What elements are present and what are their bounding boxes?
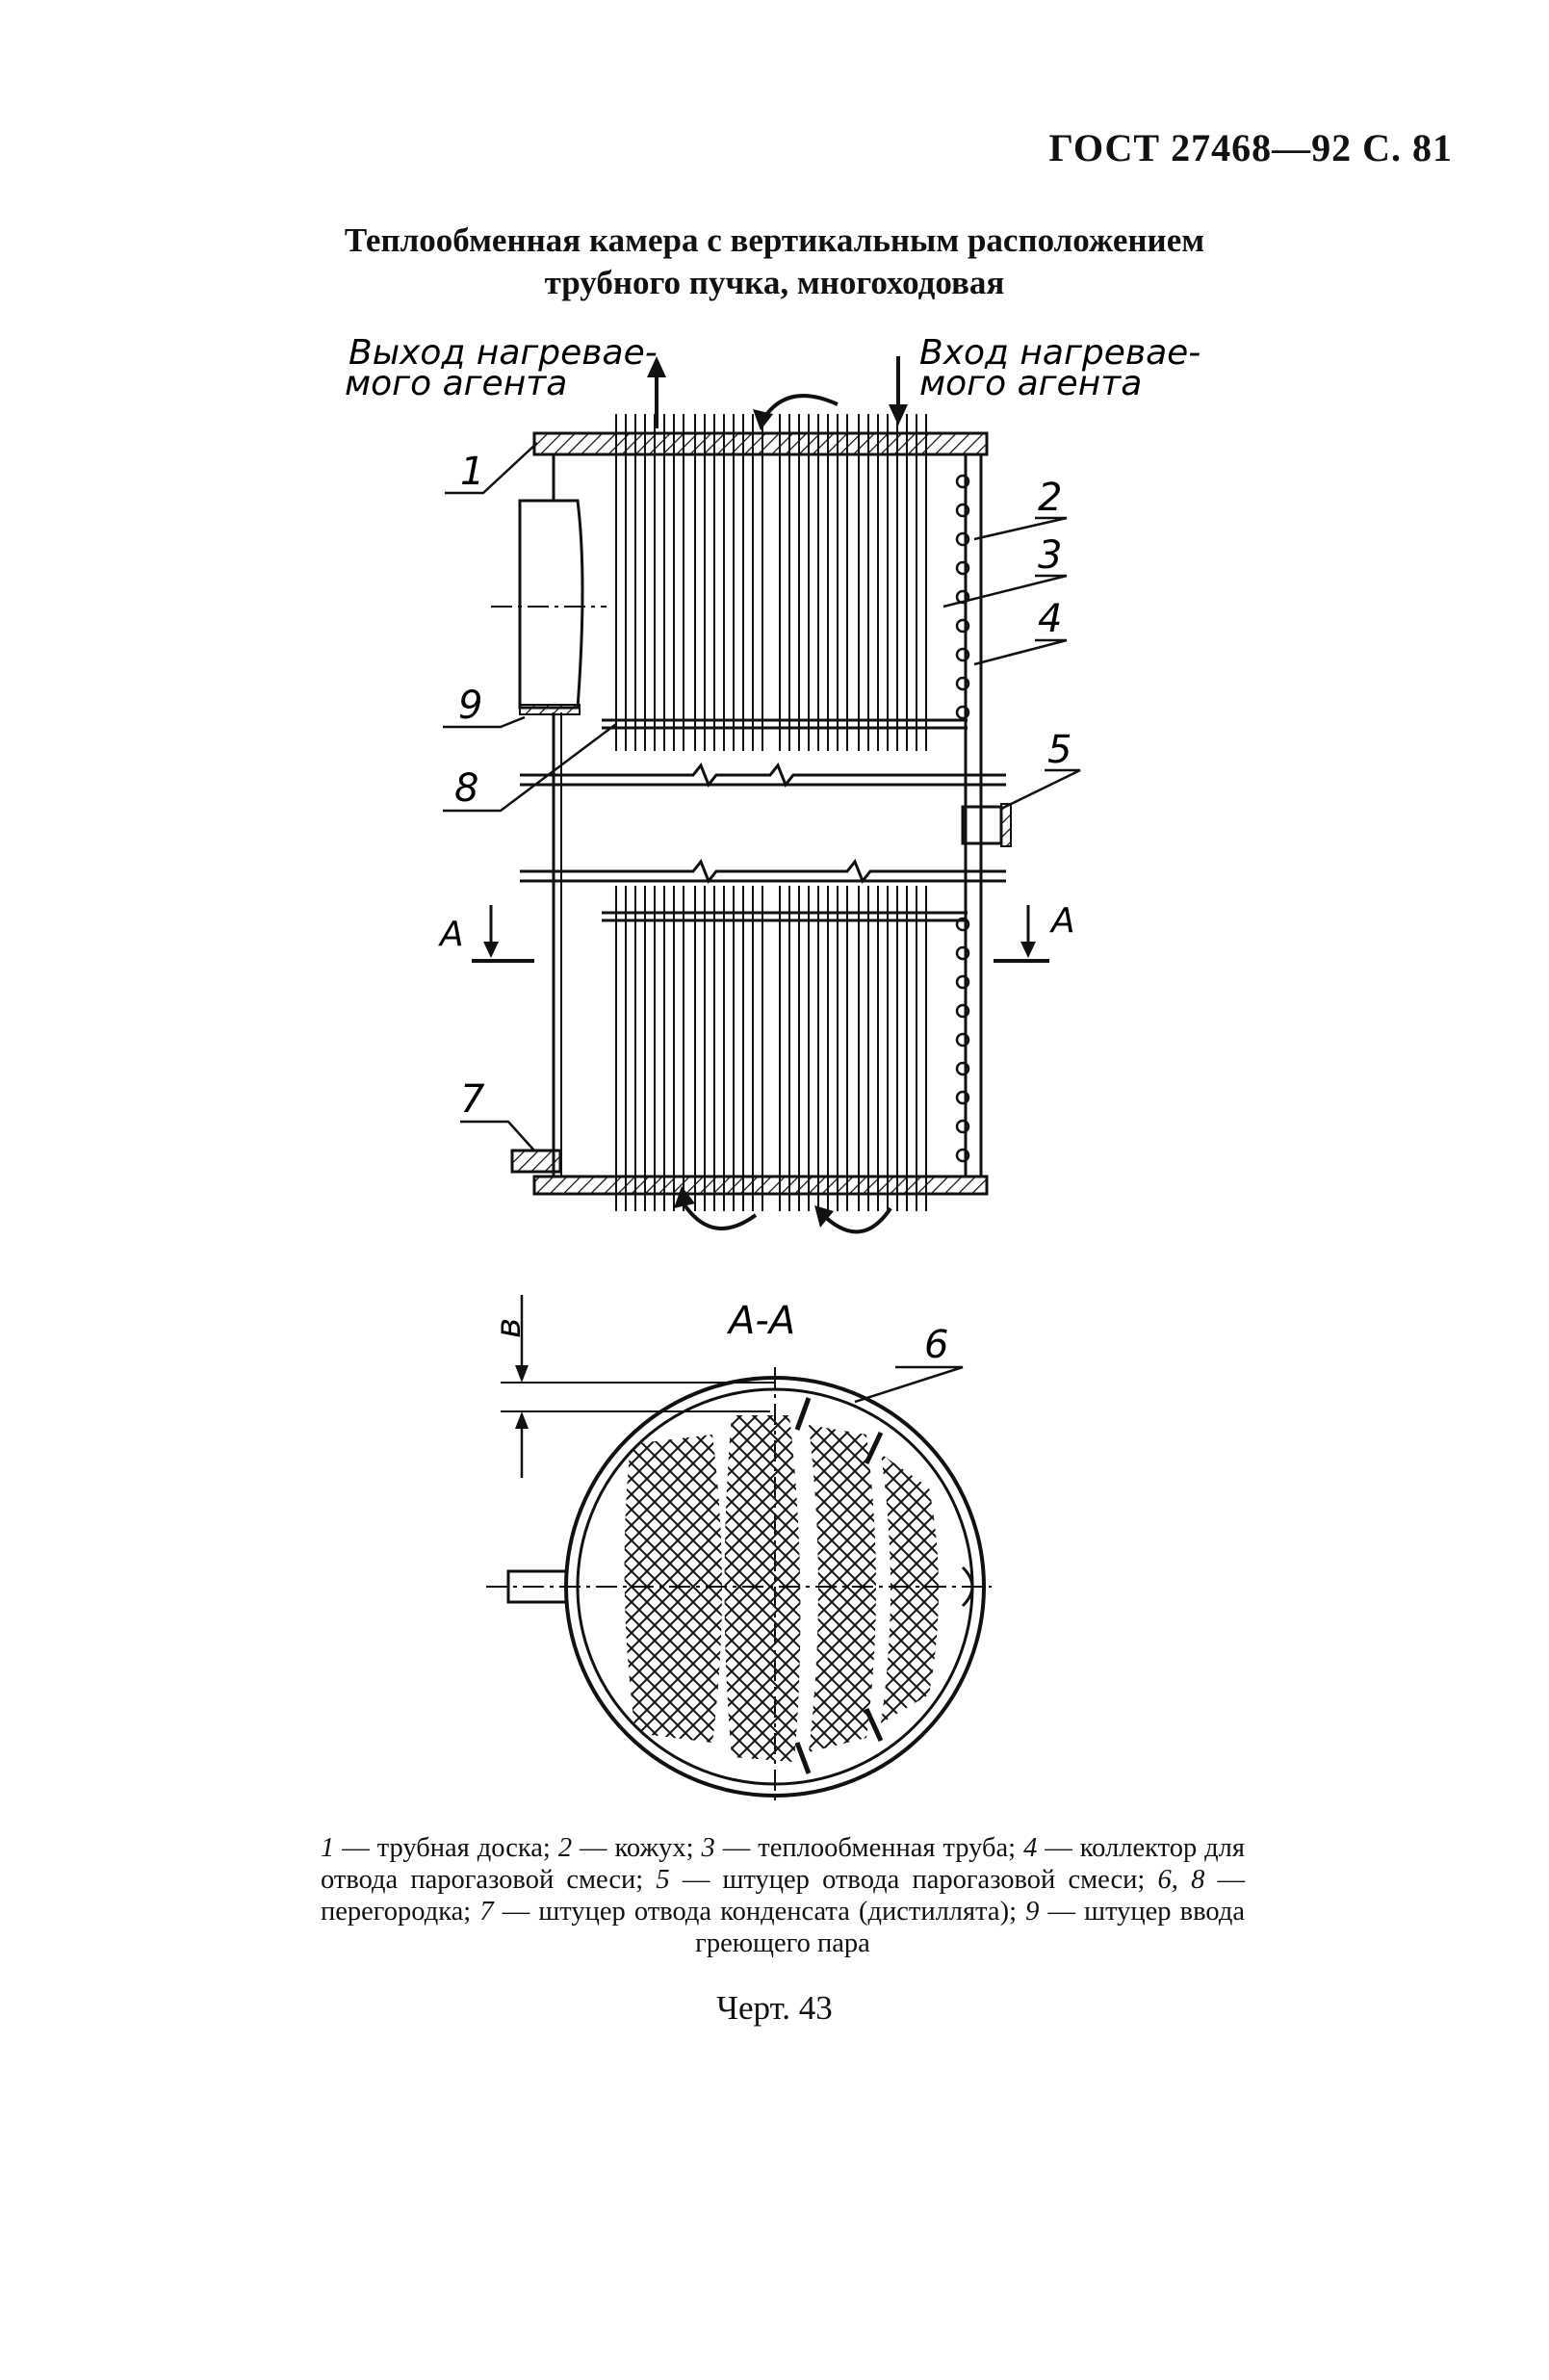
callout-9: 9 [458, 684, 482, 728]
section-title: A-A [726, 1299, 795, 1343]
svg-text:в: в [489, 1318, 529, 1338]
page-title: Теплообменная камера с вертикальным расп… [0, 220, 1549, 304]
baffle-plates [602, 718, 968, 922]
inlet-label-2: мого агента [919, 364, 1142, 403]
caption-num: 4 [1023, 1833, 1038, 1863]
callout-1: 1 [460, 450, 484, 494]
gost-header: ГОСТ 27468—92 С. 81 [1048, 126, 1453, 169]
callout-2: 2 [1038, 476, 1062, 520]
outlet-arrow-icon [647, 356, 666, 428]
heat-exchanger-drawing: Выход нагревае- мого агента Вход нагрева… [345, 333, 1200, 1805]
caption-text: — штуцер отвода конденсата (дистиллята); [493, 1897, 1026, 1927]
callout-3: 3 [1038, 533, 1062, 578]
tube-bundle-upper [615, 414, 927, 751]
caption-text: — перегородка; [321, 1865, 1246, 1927]
callout-6: 6 [924, 1323, 948, 1367]
callout-numbers: 1 2 3 4 5 6 7 8 9 [454, 450, 1071, 1367]
figure-caption: 1 — трубная доска; 2 — кожух; 3 — теплоо… [321, 1832, 1245, 1959]
steam-inlet-nozzle [518, 499, 584, 710]
figure-number: Черт. 43 [716, 1989, 833, 2027]
condensate-nozzle [510, 1149, 562, 1174]
flow-turn-arrow-icon [821, 1206, 892, 1234]
callout-leaders [443, 442, 1081, 1404]
outlet-label-2: мого агента [345, 364, 567, 403]
caption-text: — штуцер отвода парогазовой смеси; [669, 1865, 1158, 1895]
caption-num: 9 [1025, 1897, 1040, 1927]
tube-bundle-lower [615, 886, 927, 1211]
caption-text: — штуцер ввода греющего пара [695, 1897, 1245, 1958]
bottom-tube-sheet [532, 1175, 989, 1196]
break-lines [520, 763, 1006, 884]
callout-4: 4 [1038, 597, 1062, 641]
title-line-1: Теплообменная камера с вертикальным расп… [344, 221, 1205, 259]
svg-text:A: A [438, 915, 464, 954]
flow-turn-arrow-icon [682, 1202, 758, 1230]
callout-7: 7 [460, 1077, 485, 1122]
inlet-label-1: Вход нагревае- [919, 333, 1200, 373]
section-mark-right: A [994, 901, 1075, 963]
top-tube-sheet [532, 431, 989, 456]
caption-num: 7 [479, 1897, 494, 1927]
callout-5: 5 [1047, 728, 1071, 772]
collector-holes [955, 474, 970, 1163]
section-mark-left: A [438, 905, 534, 963]
caption-text: — кожух; [572, 1833, 702, 1863]
title-line-2: трубного пучка, многоходовая [544, 264, 1005, 301]
section-view [486, 1367, 992, 1805]
caption-text: — коллектор для отвода парогазовой смеси… [321, 1833, 1246, 1895]
shell-right-wall [964, 453, 983, 1178]
caption-text: — теплообменная труба; [714, 1833, 1024, 1863]
outlet-label-1: Выход нагревае- [349, 333, 658, 373]
callout-8: 8 [454, 766, 478, 811]
caption-num: 2 [557, 1833, 573, 1863]
caption-num: 6, 8 [1157, 1865, 1205, 1895]
caption-text: — трубная доска; [334, 1833, 558, 1863]
svg-text:A: A [1049, 901, 1075, 941]
caption-num: 1 [321, 1833, 335, 1863]
caption-num: 5 [656, 1865, 670, 1895]
caption-num: 3 [701, 1833, 715, 1863]
